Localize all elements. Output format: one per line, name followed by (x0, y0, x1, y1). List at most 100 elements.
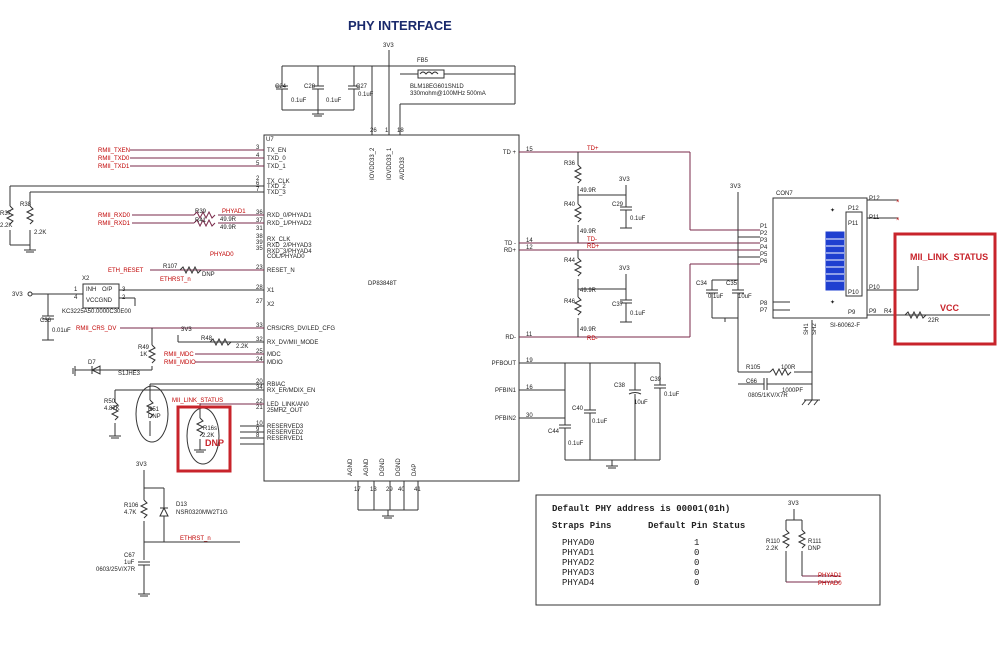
svg-text:0.01uF: 0.01uF (52, 328, 71, 334)
reset-net: ETH_RESET R107 DNP ETHRST_n (108, 264, 264, 283)
svg-text:C40: C40 (572, 406, 584, 412)
power-label-c29: 3V3 (619, 177, 630, 183)
chip-left-pin-name: X2 (267, 302, 275, 308)
svg-text:40: 40 (398, 487, 405, 493)
chip-right-pin-name: TD + (503, 150, 517, 156)
svg-text:P9: P9 (848, 310, 856, 316)
chip-left-pin-name: TXD_2 (267, 184, 286, 190)
chip-left-pin-name: CRS/CRS_DV/LED_CFG (267, 326, 335, 332)
svg-text:P5: P5 (760, 252, 768, 258)
svg-text:D7: D7 (88, 360, 96, 366)
chip-right-pin-name: RD+ (504, 248, 517, 254)
svg-text:C29: C29 (612, 202, 624, 208)
chip-left-pin-name: RXD_1/PHYAD2 (267, 221, 312, 227)
svg-text:R16s: R16s (203, 426, 217, 432)
svg-text:2.2K: 2.2K (766, 546, 778, 552)
chip-left-pin-name: X1 (267, 288, 275, 294)
svg-text:P10: P10 (848, 290, 859, 296)
svg-text:RMII_RXD1: RMII_RXD1 (98, 221, 131, 227)
status-vcc-highlight-box (893, 232, 997, 346)
svg-text:0.1uF: 0.1uF (592, 419, 608, 425)
chip-right-pin-name: PFBOUT (492, 361, 517, 367)
svg-text:TD-: TD- (587, 237, 597, 243)
svg-text:10uF: 10uF (738, 294, 752, 300)
svg-text:R36: R36 (564, 161, 576, 167)
chip-bottom-pins: AGND AGND DGND DGND DAP 17 13 29 40 41 (348, 458, 421, 493)
chip-left-pin-name: RX_DV/MII_MODE (267, 340, 318, 346)
bob-smith-termination: R105 100R C66 1000PF 0805/1KV/X7R (737, 318, 820, 406)
chip-u7: U7 DP83848T 26 1 18 IOVDD33_2 IOVDD33_1 … (263, 128, 520, 493)
chip-left-pin-name: RX_ER/MDIX_EN (267, 388, 315, 394)
svg-text:0.1uF: 0.1uF (630, 216, 646, 222)
svg-text:49.9R: 49.9R (580, 188, 597, 194)
svg-text:R49: R49 (138, 345, 150, 351)
svg-text:R48: R48 (201, 336, 213, 342)
ferrite-fb5: FB5 BLM18EG601SN1D 330mohm@100MHz 500mA (410, 58, 486, 97)
chip-left-pin-name: MDC (267, 352, 281, 358)
svg-text:P9: P9 (869, 309, 877, 315)
svg-text:ETHRST_n: ETHRST_n (180, 536, 211, 542)
svg-text:C28: C28 (304, 84, 316, 90)
svg-text:1uF: 1uF (124, 560, 135, 566)
svg-text:P12: P12 (848, 206, 859, 212)
chip-left-pin-number: 38 (256, 234, 263, 240)
svg-text:RMII_MDC: RMII_MDC (164, 352, 194, 358)
chip-left-pin-name: MDIO (267, 360, 283, 366)
svg-text:DAP: DAP (412, 464, 418, 476)
mii-link-status-label: MII_LINK_STATUS (910, 252, 988, 262)
svg-text:AGND: AGND (348, 458, 354, 476)
cap-c24: C24 0.1uF (275, 84, 307, 110)
svg-text:2.2K: 2.2K (202, 433, 214, 439)
chip-left-pin-number: 22 (256, 399, 263, 405)
chip-left-pin-number: 34 (256, 385, 263, 391)
chip-left-pin-name: TXD_0 (267, 156, 286, 162)
svg-text:10uF: 10uF (634, 400, 648, 406)
chip-right-pin-number: 14 (526, 238, 533, 244)
svg-text:R37: R37 (0, 211, 12, 217)
chip-left-pin-number: 21 (256, 405, 263, 411)
chip-left-pin-number: 35 (256, 246, 263, 252)
svg-text:SI-60062-F: SI-60062-F (830, 323, 860, 329)
connector-supply: 3V3 C34 0.1uF C35 10uF (696, 184, 760, 322)
chip-left-pin-number: 7 (256, 187, 260, 193)
svg-text:RMII_TXD1: RMII_TXD1 (98, 164, 130, 170)
rbias-network: R50 4.87K R51 DNP MII_LINK_STATUS (104, 383, 264, 443)
chip-left-pin-name: RESERVED2 (267, 430, 304, 436)
chip-left-pin-number: 36 (256, 210, 263, 216)
chip-left-pin-number: 3 (256, 145, 260, 151)
svg-text:1: 1 (385, 128, 389, 134)
svg-text:CON7: CON7 (776, 191, 793, 197)
chip-left-pin-name: COL/PHYAD0 (267, 254, 305, 260)
chip-right-pin-number: 11 (526, 332, 533, 338)
svg-text:×: × (896, 199, 900, 205)
svg-text:0.1uF: 0.1uF (291, 98, 307, 104)
svg-text:PHYAD1: PHYAD1 (818, 573, 842, 579)
svg-text:SH2: SH2 (812, 323, 818, 335)
chip-left-pin-number: 9 (256, 427, 260, 433)
dnp-highlight-box (176, 405, 232, 473)
svg-text:4.87K: 4.87K (104, 406, 120, 412)
chip-right-pin-number: 16 (526, 385, 533, 391)
crs-dv-net: RMII_CRS_DV R49 1K D7 S1JHE3 (72, 326, 264, 377)
svg-text:R4: R4 (884, 309, 892, 315)
svg-text:IOVDD33_1: IOVDD33_1 (387, 147, 393, 180)
svg-text:R50: R50 (104, 399, 116, 405)
chip-left-pin-name: RXD_3/PHYAD4 (267, 249, 312, 255)
chip-left-pin-name: RXD_0/PHYAD1 (267, 213, 312, 219)
svg-text:P8: P8 (760, 301, 768, 307)
svg-text:26: 26 (370, 128, 377, 134)
svg-text:KC3225A50.0000C30E00: KC3225A50.0000C30E00 (62, 309, 132, 315)
svg-text:PHYAD0: PHYAD0 (562, 538, 594, 548)
svg-text:RD-: RD- (587, 336, 598, 342)
chip-left-pin-name: RESERVED3 (267, 424, 304, 430)
rmii-rx-nets: RMII_RXD0 RMII_RXD1 R39 R41 49.9R 49.9R … (98, 209, 264, 258)
svg-text:C44: C44 (548, 429, 560, 435)
svg-text:C67: C67 (124, 553, 136, 559)
svg-text:IOVDD33_2: IOVDD33_2 (370, 147, 376, 180)
resistor-r37-r38: R37 2.2K R38 2.2K (0, 185, 264, 253)
svg-text:RMII_RXD0: RMII_RXD0 (98, 213, 131, 219)
page-title: PHY INTERFACE (348, 18, 452, 33)
svg-text:2.2K: 2.2K (0, 223, 12, 229)
svg-text:P6: P6 (760, 259, 768, 265)
chip-left-pin-name: TXD_1 (267, 164, 286, 170)
